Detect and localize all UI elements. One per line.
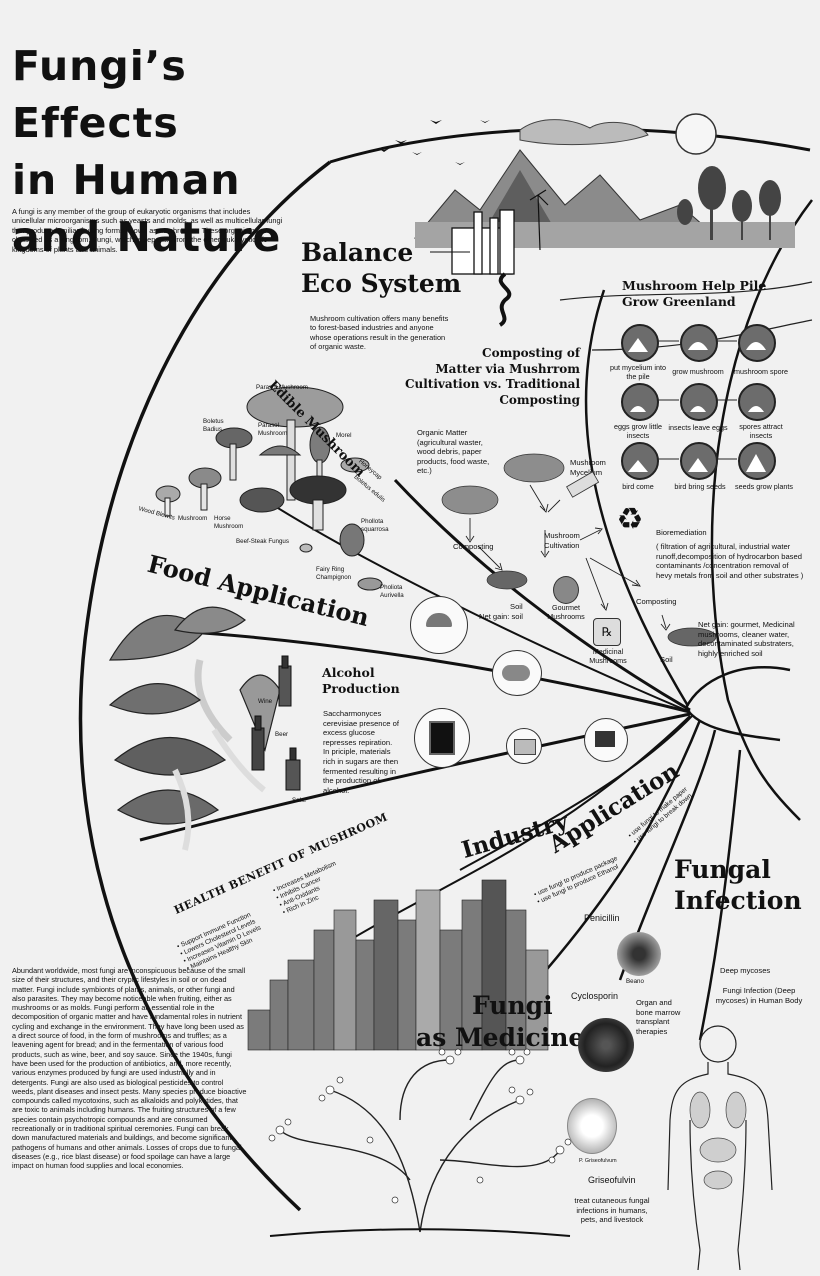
bird-seeds-icon <box>680 442 718 480</box>
greenland-step-3: mushroom spore <box>734 367 788 376</box>
medicine-title-line-1: Fungi <box>472 991 553 1020</box>
greenland-step-1: put mycelium into the pile <box>610 363 666 381</box>
balance-text: Mushroom cultivation offers many benefit… <box>310 314 449 352</box>
bioremediation-label: Bioremediation <box>656 528 707 537</box>
species-label-11: Fairy Ring Champignon <box>316 566 352 581</box>
composting-title-line-4: Composting <box>499 392 580 407</box>
cyclosporin-image <box>578 1018 634 1072</box>
sake-label: Sake <box>292 797 307 804</box>
bread-icon <box>492 650 542 696</box>
infection-title-line-2: Infection <box>674 886 802 915</box>
bird-come-icon <box>621 442 659 480</box>
alcohol-text: Saccharmonyces cerevisiae presence of ex… <box>323 709 399 795</box>
composting-title-line-3: Cultivation vs. Traditional <box>404 377 580 391</box>
species-label-12: Phollota squarrosa <box>361 518 389 533</box>
title-line-1: Fungi’s Effects <box>12 42 187 147</box>
gourmet-label: Gourmet Mushrooms <box>547 603 585 621</box>
griseofulvin-use: treat cutaneous fungal infections in hum… <box>574 1196 650 1225</box>
insect-eggs-icon <box>621 383 659 421</box>
species-label-2: Boletus Badius <box>203 418 224 433</box>
intro-text: A fungi is any member of the group of eu… <box>12 207 283 254</box>
greenland-step-4: eggs grow little insects <box>614 422 662 440</box>
species-label-10: Beef-Steak Fungus <box>236 538 289 545</box>
greenland-step-2: grow mushroom <box>672 367 724 376</box>
griseofulvum-small-label: P. Griseofulvum <box>579 1158 617 1164</box>
alcohol-title: Alcohol Production <box>322 665 400 697</box>
greenland-title-line-2: Grow Greenland <box>622 294 736 309</box>
soil-right-label: Soil <box>660 655 673 664</box>
beano-label: Beano <box>626 978 644 985</box>
greenland-title-line-1: Mushroom Help Pile <box>622 278 767 293</box>
tofu-icon <box>584 718 628 762</box>
penicillin-label: Penicillin <box>584 913 620 923</box>
medicine-title-line-2: as Medicine <box>416 1023 585 1052</box>
species-label-8: Mushroom <box>178 515 208 522</box>
balance-title: Balance Eco System <box>301 237 461 299</box>
spores-insects-icon <box>738 383 776 421</box>
balance-title-line-1: Balance <box>301 238 414 267</box>
greenland-step-7: bird come <box>622 482 654 491</box>
cyclosporin-label: Cyclosporin <box>571 991 619 1001</box>
beer-label: Beer <box>275 731 289 738</box>
recycle-icon: ♻ <box>616 503 644 536</box>
mushroom-food-icon <box>410 596 468 654</box>
bioremediation-detail: ( filtration of agricultural, industrial… <box>656 542 804 580</box>
penicillin-image <box>617 932 661 976</box>
composting-flow-arrows <box>441 453 717 647</box>
greenland-step-5: insects leave eggs <box>668 423 728 432</box>
species-label-9: Horse Mushroom <box>214 515 244 530</box>
poster-title: Fungi’s Effects in Human and Nature <box>12 38 342 266</box>
composting-title-line-2: Matter via Mushrrom <box>435 361 580 376</box>
deep-mycoses-label: Deep mycoses <box>720 966 771 975</box>
greenland-step-6: spores attract insects <box>739 422 783 440</box>
infection-title-line-1: Fungal <box>674 855 771 884</box>
alcohol-title-line-1: Alcohol <box>322 665 375 680</box>
composting-title: Composting of Matter via Mushrrom Cultiv… <box>400 346 580 408</box>
composting-title-line-1: Composting of <box>482 346 580 360</box>
balance-title-line-2: Eco System <box>301 269 462 298</box>
net-gain-left-label: Net gain: soil <box>479 612 523 621</box>
greenland-title: Mushroom Help Pile Grow Greenland <box>622 278 766 310</box>
medicine-title: Fungi as Medicine <box>416 990 584 1054</box>
greenland-connectors <box>628 338 766 472</box>
net-gain-right-label: Net gain: gourmet, Medicinal mushrooms, … <box>698 620 795 658</box>
species-label-1: Parasol Mushroom <box>256 384 308 391</box>
greenland-step-9: seeds grow plants <box>735 482 793 491</box>
wine-label: Wine <box>258 698 273 705</box>
body-text: Abundant worldwide, most fungi are incon… <box>12 966 247 1171</box>
griseofulvum-image <box>567 1098 617 1154</box>
title-line-3: and Nature <box>12 213 282 261</box>
insects-leave-icon <box>680 383 718 421</box>
species-label-13: Pholiota Aurivella <box>380 584 404 599</box>
infection-body-label: Fungi Infection (Deep mycoses) in Human … <box>715 986 803 1005</box>
species-label-4: Morel <box>336 432 352 439</box>
infection-title: Fungal Infection <box>674 854 802 916</box>
medicinal-label: Medicinal Mushrooms <box>589 647 627 665</box>
cyclosporin-use: Organ and bone marrow transplant therapi… <box>636 998 681 1036</box>
beer-glass-icon <box>414 708 470 768</box>
mushroom-mycelium-label: Mushroom Mycelium <box>570 458 606 477</box>
alcohol-title-line-2: Production <box>322 681 400 696</box>
organic-matter-label: Organic Matter (agricultural waster, woo… <box>417 428 490 476</box>
soil-left-label: Soil <box>510 602 523 611</box>
cultivation-label: Mushroom Cultivation <box>544 531 580 550</box>
composting-right-label: Composting <box>636 597 677 606</box>
greenland-step-8: bird bring seeds <box>674 482 726 491</box>
griseofulvin-label: Griseofulvin <box>588 1175 636 1185</box>
gourmet-mushroom-icon <box>553 576 579 604</box>
cheese-icon <box>506 728 542 764</box>
medicinal-rx-icon: ℞ <box>593 618 621 646</box>
composting-left-label: Composting <box>453 542 494 551</box>
species-label-3: Parasol Mushroom <box>258 422 288 437</box>
title-line-2: in Human <box>12 156 241 204</box>
